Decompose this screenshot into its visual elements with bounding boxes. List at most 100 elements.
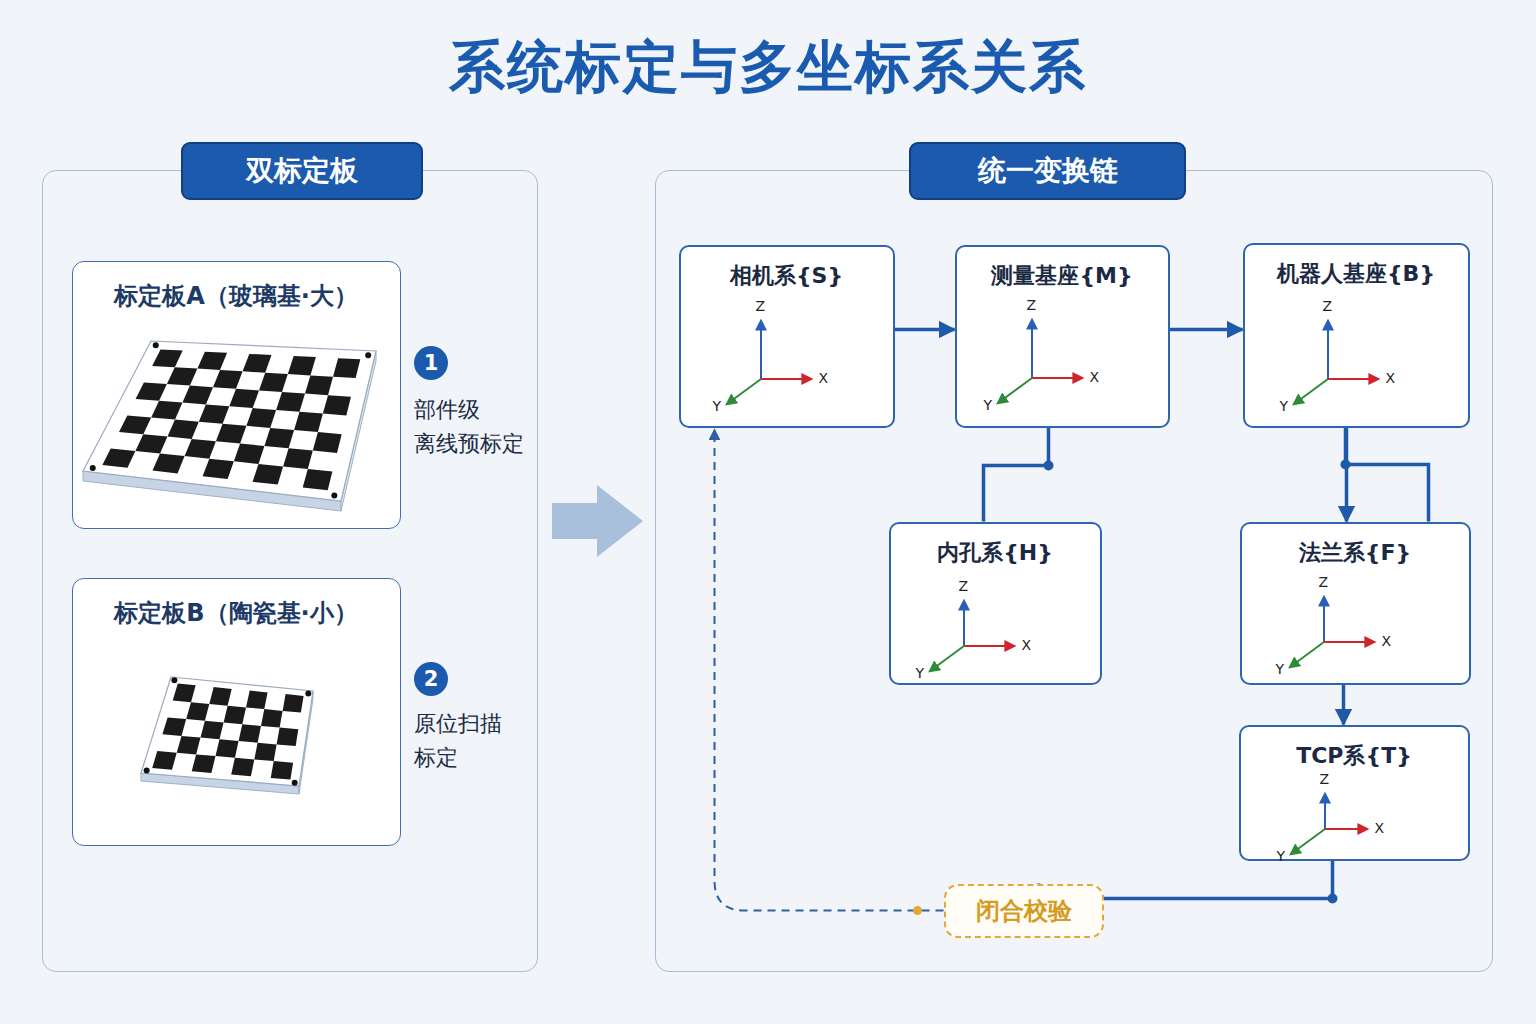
- frame-title: 机器人基座{B}: [1245, 259, 1468, 289]
- checker-square: [186, 702, 209, 721]
- checker-square: [246, 690, 268, 709]
- frame-title: 相机系{S}: [681, 261, 893, 291]
- checker-square: [102, 448, 135, 467]
- checker-square: [259, 372, 288, 391]
- axis-y-label: Y: [916, 666, 925, 680]
- checker-square: [287, 356, 315, 375]
- panel-box: 统一变换链相机系{S}ZXY测量基座{M}ZXY机器人基座{B}ZXY内孔系{H…: [655, 170, 1493, 972]
- checker-square: [252, 463, 283, 484]
- y-axis: [1294, 379, 1328, 404]
- checker-square: [135, 382, 166, 400]
- fiducial-dot: [331, 492, 337, 498]
- axis-y-label: Y: [1277, 849, 1286, 863]
- checker-square: [200, 720, 223, 739]
- checker-square: [176, 735, 200, 754]
- checker-square: [213, 370, 243, 389]
- checker-square: [264, 427, 294, 447]
- frame-box: 机器人基座{B}ZXY: [1243, 243, 1470, 428]
- axis-x-label: X: [1382, 634, 1392, 648]
- fiducial-dot: [291, 779, 297, 785]
- checker-square: [238, 724, 260, 743]
- checker-square: [261, 709, 283, 728]
- checker-square: [254, 742, 276, 760]
- checker-square: [223, 705, 245, 724]
- x-axis: [1032, 377, 1082, 379]
- z-axis: [1324, 794, 1326, 829]
- panel-heading: 双标定板: [181, 142, 423, 200]
- checker-square: [231, 757, 254, 775]
- axis-z-label: Z: [1027, 298, 1037, 312]
- junction-dot: [1328, 894, 1338, 904]
- junction-dot: [1044, 461, 1054, 471]
- checker-square: [215, 739, 238, 758]
- axis-z-label: Z: [1320, 772, 1330, 786]
- axis-x-label: X: [1375, 821, 1385, 835]
- checker-square: [233, 443, 264, 463]
- fiducial-dot: [143, 767, 149, 773]
- diagram-title: 系统标定与多坐标系关系: [0, 30, 1536, 106]
- frame-box: 内孔系{H}ZXY: [889, 522, 1102, 685]
- connector: [895, 328, 955, 332]
- checker-square: [322, 395, 350, 415]
- checker-square: [152, 349, 183, 367]
- checker-square: [152, 751, 177, 770]
- frame-box: 相机系{S}ZXY: [679, 245, 895, 428]
- z-axis: [1327, 321, 1329, 379]
- axis-x-label: X: [1090, 370, 1100, 384]
- axis-z-label: Z: [756, 299, 766, 313]
- axis-z-label: Z: [1319, 575, 1329, 589]
- checker-square: [151, 400, 182, 419]
- checker-square: [276, 392, 305, 412]
- checker-square: [312, 432, 341, 453]
- panel-heading: 统一变换链: [909, 142, 1186, 200]
- connector: [1170, 328, 1243, 332]
- x-axis: [964, 645, 1014, 647]
- x-axis: [1324, 641, 1374, 643]
- panel-box: 双标定板标定板A（玻璃基·大）标定板B（陶瓷基·小）: [42, 170, 538, 972]
- frame-title: TCP系{T}: [1241, 741, 1468, 771]
- checker-square: [152, 453, 184, 473]
- checker-square: [215, 423, 246, 443]
- checker-square: [162, 717, 186, 736]
- axis-x-label: X: [819, 371, 829, 385]
- axis-y-label: Y: [1280, 399, 1289, 413]
- checker-square: [209, 687, 231, 706]
- connector: [984, 428, 1049, 522]
- fiducial-dot: [152, 342, 158, 348]
- checker-square: [197, 351, 227, 369]
- axis-z-label: Z: [959, 579, 969, 593]
- checker-square: [246, 408, 276, 428]
- y-axis: [1291, 829, 1325, 854]
- board-face: [141, 677, 313, 786]
- checker-square: [302, 469, 332, 490]
- x-axis: [1328, 378, 1378, 380]
- z-axis: [1031, 320, 1033, 378]
- junction-dot: [1341, 460, 1351, 470]
- axis-y-label: Y: [984, 398, 993, 412]
- checker-square: [276, 727, 298, 746]
- board-box: 标定板B（陶瓷基·小）: [72, 578, 401, 846]
- checker-square: [198, 404, 229, 423]
- checker-square: [172, 683, 195, 702]
- board-title: 标定板B（陶瓷基·小）: [73, 597, 400, 629]
- y-axis: [930, 646, 964, 671]
- checker-square: [119, 415, 151, 434]
- check-label: 闭合校验: [976, 895, 1072, 927]
- callout-number: 1: [414, 346, 448, 380]
- checker-square: [184, 438, 215, 458]
- checker-square: [270, 761, 292, 779]
- checker-square: [182, 385, 213, 404]
- flow-arrow: [552, 485, 643, 557]
- checker-square: [166, 367, 197, 385]
- callout-note: 原位扫描 标定: [414, 707, 542, 775]
- frame-title: 法兰系{F}: [1242, 538, 1469, 568]
- junction-dot: [913, 906, 922, 915]
- callout-number: 2: [414, 662, 448, 696]
- z-axis: [963, 601, 965, 646]
- dashed-connector: [715, 430, 944, 911]
- fiducial-dot: [171, 677, 177, 683]
- board-face: [83, 341, 376, 501]
- y-axis: [1290, 642, 1324, 667]
- x-axis: [761, 378, 811, 380]
